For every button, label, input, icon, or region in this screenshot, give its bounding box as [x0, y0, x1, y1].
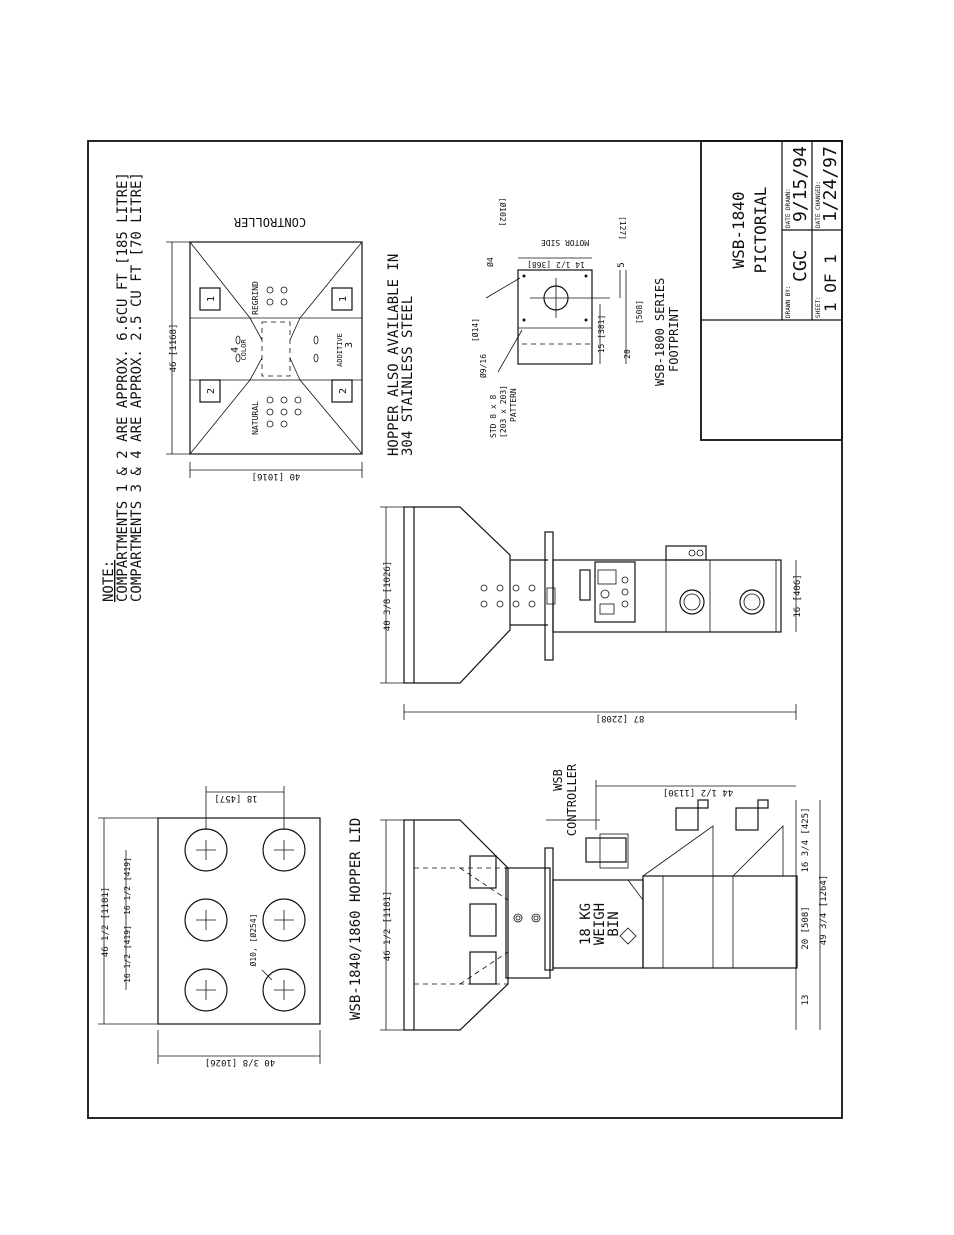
lid-caption: WSB-1840/1860 HOPPER LID	[348, 818, 364, 1020]
weigh-bin-line-2: WEIGH	[592, 903, 608, 945]
footprint-view: [Ø102] [127] MOTOR SIDE Ø4 14 1/2 [368] …	[470, 198, 681, 438]
lid-dim-right: 16 1/2 [419]	[123, 857, 132, 915]
pattern-line-2: [203 x 203]	[499, 385, 508, 438]
footprint-caption-2: FOOTPRINT	[667, 307, 681, 372]
pattern-line-3: PATTERN	[509, 388, 518, 422]
note-line-2: COMPARTMENTS 3 & 4 ARE APPROX. 2.5 CU FT…	[129, 172, 145, 602]
drawn-by-label: DRAWN BY:	[785, 285, 792, 318]
sheet-label: SHEET:	[815, 296, 822, 318]
lid-dim-hole: Ø10, [Ø254]	[248, 914, 258, 967]
footprint-dim-20: 20	[623, 349, 632, 359]
lid-dim-top: 46 1/2 [1181]	[101, 887, 111, 957]
footprint-dim-508: [508]	[635, 300, 644, 324]
footprint-dim-127: [127]	[618, 216, 627, 240]
pattern-line-1: STD 8 x 8	[489, 394, 498, 438]
front-dim-16: 16 3/4 [425]	[801, 807, 811, 872]
date-drawn-value: 9/15/94	[790, 146, 811, 222]
comp-2-label: 2	[206, 388, 217, 394]
title-block: WSB-1840 PICTORIAL DRAWN BY: CGC DATE DR…	[700, 140, 843, 441]
side-dim-height: 87 [2208]	[596, 713, 645, 723]
drawing-number: WSB-1840	[729, 191, 748, 268]
sheet-value: 1 OF 1	[821, 254, 840, 312]
drawn-by-value: CGC	[790, 249, 811, 282]
lid-dim-left: 16 1/2 [419]	[123, 925, 132, 983]
note-block: NOTE: COMPARTMENTS 1 & 2 ARE APPROX. 6.6…	[101, 172, 145, 602]
lid-dim-18: 18 [457]	[214, 793, 257, 803]
natural-label: NATURAL	[251, 401, 260, 435]
controller-label: CONTROLLER	[233, 215, 306, 229]
front-dim-13: 13	[801, 995, 811, 1006]
weigh-bin-line-3: BIN	[606, 911, 622, 936]
side-view: 40 3/8 [1026] 87 [2208] 16 [406]	[380, 506, 803, 723]
footprint-dim-14: 14 1/2 [368]	[527, 260, 585, 269]
date-drawn-label: DATE DRAWN:	[785, 188, 792, 228]
wsb-controller-line-1: WSB	[551, 769, 565, 791]
note-line-1: COMPARTMENTS 1 & 2 ARE APPROX. 6.6CU FT …	[115, 172, 131, 602]
hopper-lid-view: 46 1/2 [1181] 16 1/2 [419] 16 1/2 [419] …	[98, 786, 364, 1067]
front-dim-49: 49 3/4 [1264]	[819, 875, 829, 945]
drawing-title: PICTORIAL	[751, 187, 770, 274]
side-dim-16: 16 [406]	[793, 574, 803, 617]
comp-4-label: 4	[230, 347, 241, 353]
side-dim-depth: 40 3/8 [1026]	[383, 561, 393, 631]
front-dim-44: 44 1/2 [1130]	[663, 787, 733, 797]
front-dim-20: 20 [508]	[801, 906, 811, 949]
hopper-top-dim-width: 46 [1168]	[169, 324, 179, 373]
footprint-dim-4: Ø4	[485, 257, 495, 267]
hopper-top-dim-depth: 40 [1016]	[252, 471, 301, 481]
footprint-dim-15: 15 [381]	[597, 315, 606, 354]
lid-dim-depth: 40 3/8 [1026]	[205, 1057, 275, 1067]
hopper-top-view: 1 1 2 2 4 3 REGRIND NATURAL COLOR ADDITI…	[166, 215, 416, 481]
regrind-label: REGRIND	[251, 281, 260, 315]
comp-1-label-b: 1	[338, 296, 349, 302]
motor-side-label: MOTOR SIDE	[541, 238, 589, 247]
comp-3-label: 3	[344, 342, 355, 348]
hopper-top-holes	[235, 286, 319, 428]
comp-1-label: 1	[206, 296, 217, 302]
footprint-dim-5: 5	[617, 262, 627, 267]
front-dim-top: 46 1/2 [1181]	[383, 891, 393, 961]
stainless-line-2: 304 STAINLESS STEEL	[400, 296, 416, 456]
footprint-dim-014: [Ø14]	[470, 318, 480, 342]
stainless-line-1: HOPPER ALSO AVAILABLE IN	[386, 254, 402, 456]
front-view: 18 KG WEIGH BIN WSB CONTROLLER 44 1/2 [1…	[380, 763, 829, 1031]
sheet-border	[87, 140, 843, 1119]
footprint-caption-1: WSB-1800 SERIES	[653, 278, 667, 386]
date-changed-value: 1/24/97	[820, 146, 841, 222]
footprint-dim-102: [Ø102]	[498, 198, 508, 227]
footprint-dim-916: Ø9/16	[478, 354, 488, 378]
additive-label: ADDITIVE	[336, 333, 344, 367]
weigh-bin-line-1: 18 KG	[578, 903, 594, 945]
date-changed-label: DATE CHANGED:	[815, 181, 822, 228]
wsb-controller-line-2: CONTROLLER	[565, 763, 579, 836]
color-label: COLOR	[240, 339, 248, 361]
comp-2-label-b: 2	[338, 388, 349, 394]
note-heading: NOTE:	[101, 560, 117, 602]
